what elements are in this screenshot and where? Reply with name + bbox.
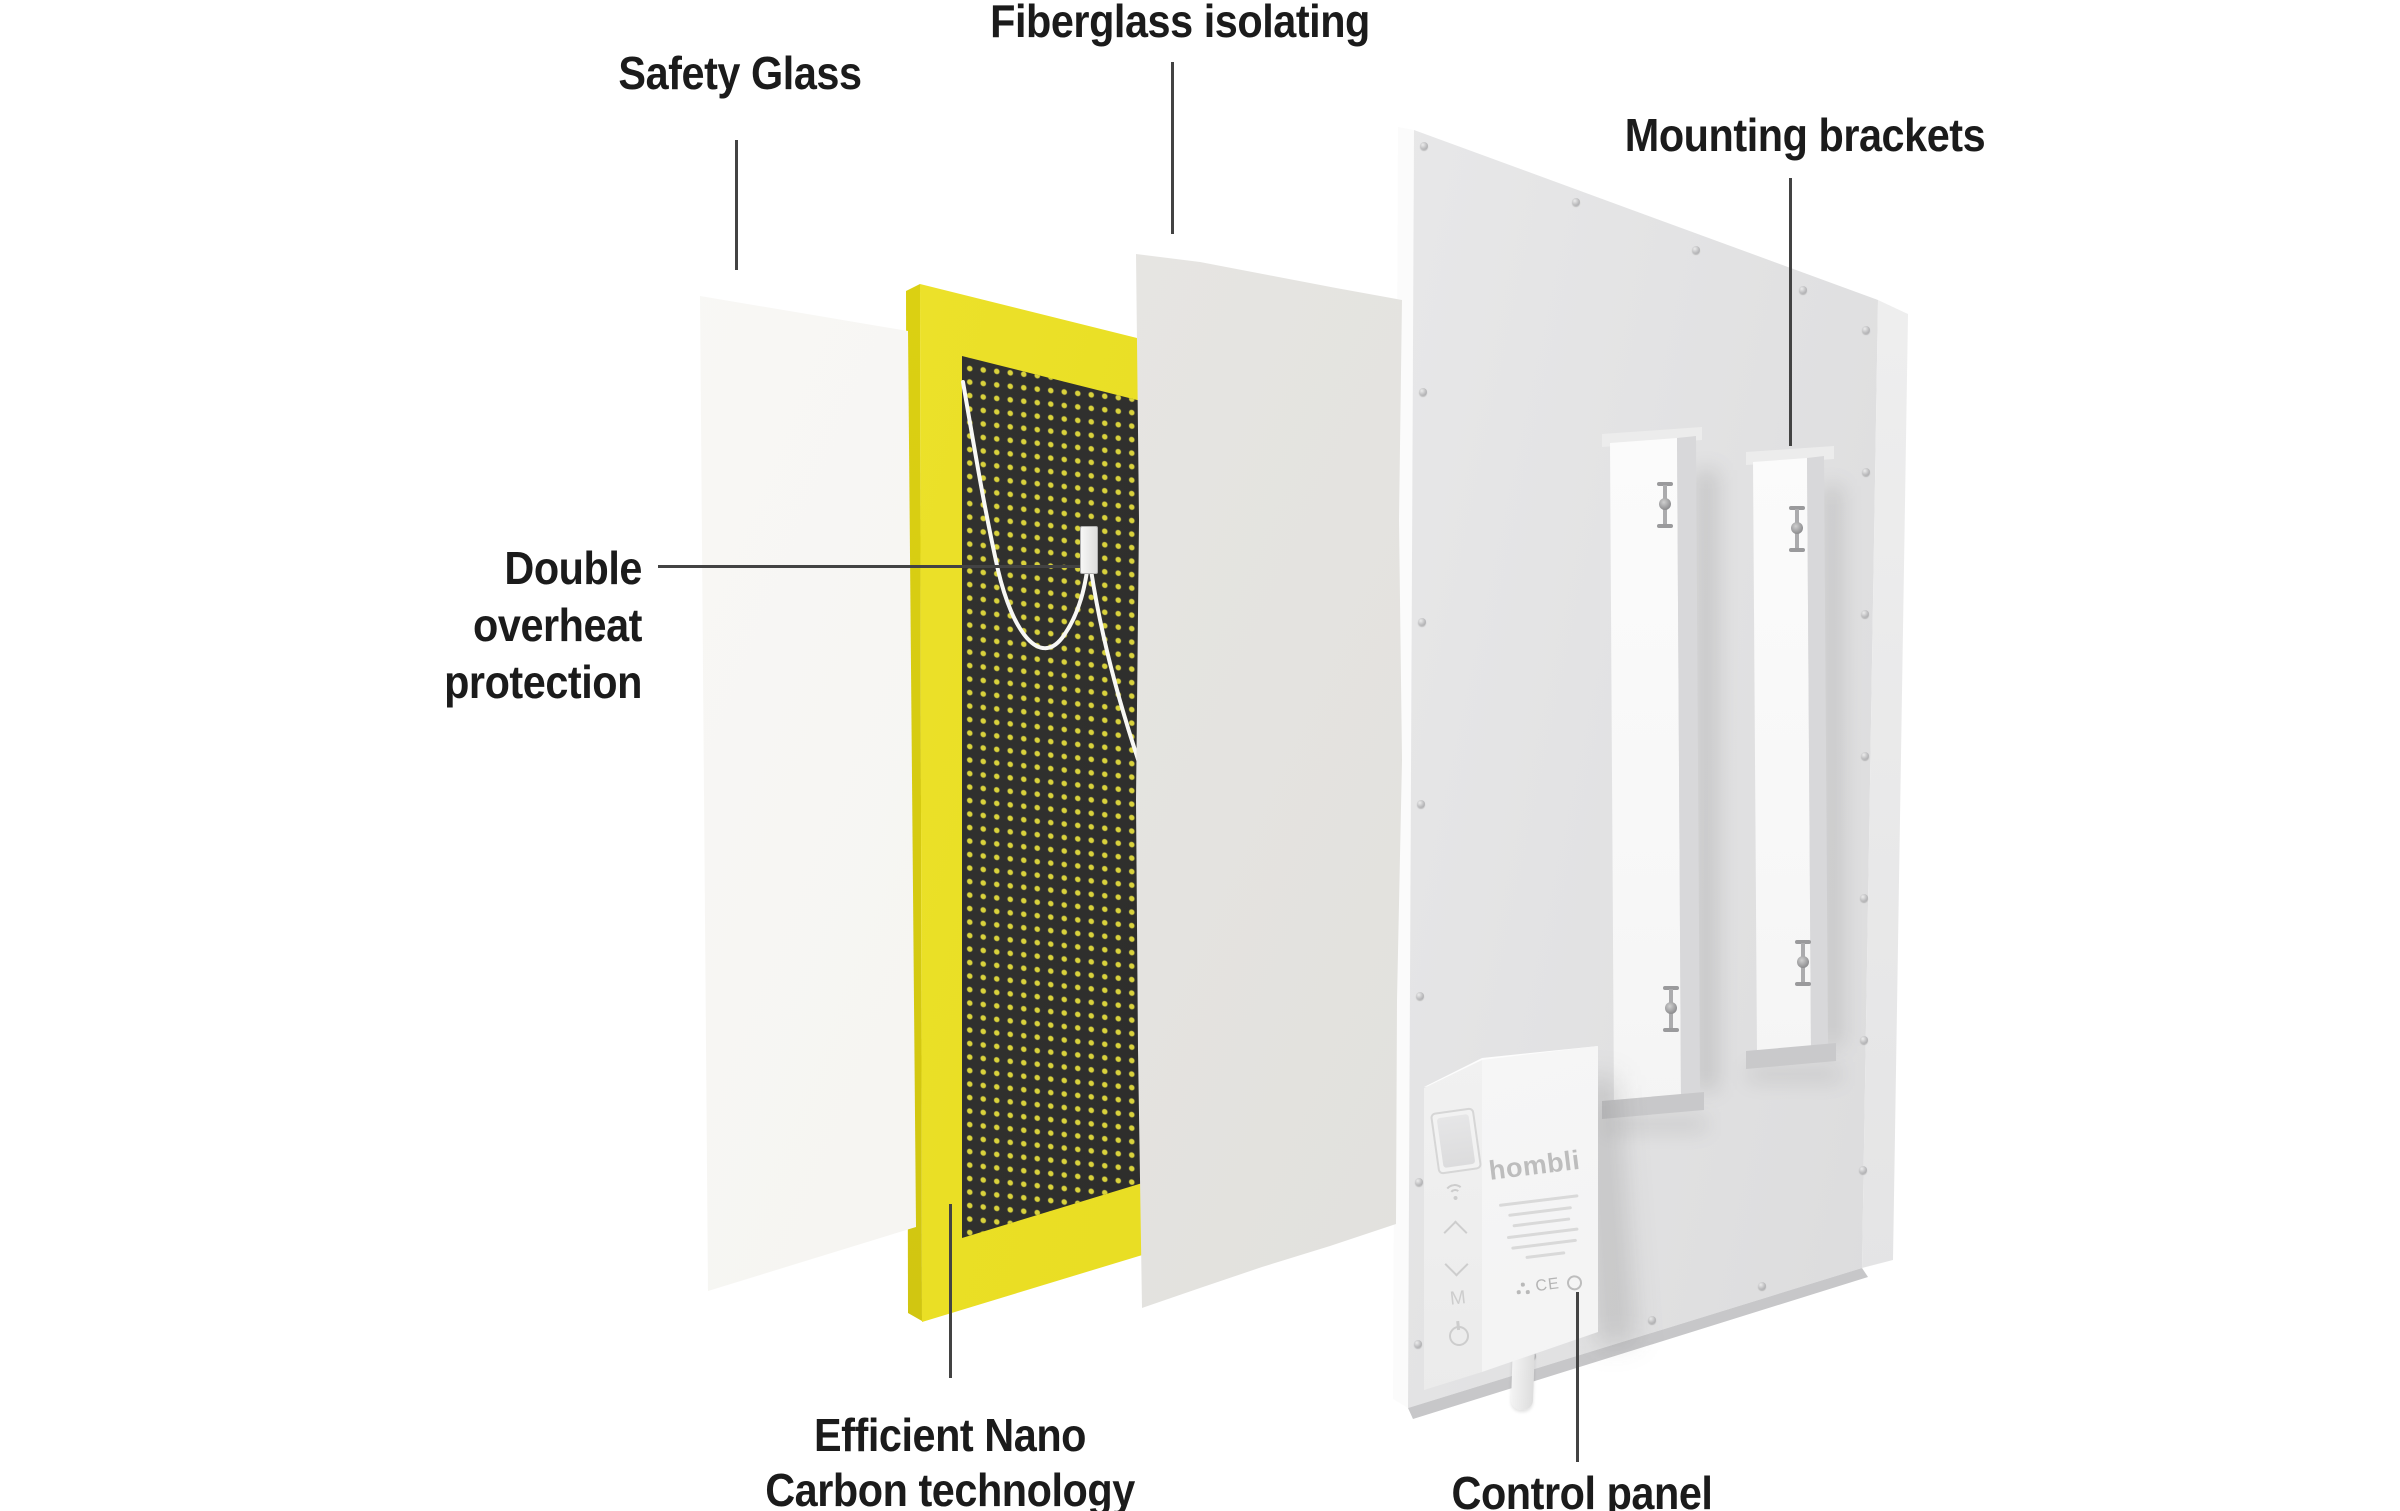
screw-dot [1862,468,1870,476]
label-line: protection [444,656,642,708]
screw-dot [1572,198,1580,206]
slot-bar [1795,940,1811,944]
fine-print-line [1512,1217,1571,1228]
slot-bar [1657,482,1673,486]
screw-dot [1419,388,1427,396]
label-line: Efficient Nano [813,1409,1087,1461]
slot-bar [1663,986,1679,990]
screw-dot [1859,1166,1867,1174]
keyhole-slot [1662,986,1680,1032]
ce-mark: CE [1534,1275,1561,1296]
certification-circle-icon [1565,1274,1583,1291]
leader-line-safety-glass [735,140,738,270]
slot-bar [1657,524,1673,528]
bracket-shadow [1748,1068,1840,1080]
screw-dot [1420,142,1428,150]
screw-dot [1415,1178,1423,1186]
recycle-icon [1516,1282,1530,1295]
label-control-panel: Control panel [1451,1467,1713,1511]
fine-print-line [1506,1227,1579,1240]
screw-dot [1860,1036,1868,1044]
fine-print-lines [1498,1194,1585,1261]
leader-line-control [1576,1292,1579,1462]
leader-line-overheat [658,565,1080,568]
certification-row: CE [1516,1273,1583,1299]
slot-screw-head [1659,498,1671,510]
screw-dot [1862,326,1870,334]
display-screen [1436,1114,1476,1168]
screw-dot [1861,752,1869,760]
leader-line-mounting [1789,178,1792,446]
screw-dot [1414,1340,1422,1348]
bracket-shadow [1606,1118,1706,1130]
slot-screw-head [1665,1002,1677,1014]
label-double-overheat-protection: Double overheat protection [352,540,642,711]
keyhole-slot [1656,482,1674,528]
label-fiberglass: Fiberglass isolating [990,0,1370,47]
slot-screw-head [1791,522,1803,534]
screw-dot [1692,246,1700,254]
label-safety-glass: Safety Glass [618,47,862,99]
screw-dot [1416,992,1424,1000]
leader-line-nano [949,1204,952,1378]
screw-dot [1758,1282,1766,1290]
fine-print-line [1508,1206,1573,1217]
label-line: Double [504,542,642,594]
slot-bar [1789,548,1805,552]
slot-bar [1789,506,1805,510]
slot-bar [1663,1028,1679,1032]
label-nano-carbon: Efficient Nano Carbon technology [725,1408,1175,1511]
label-mounting-brackets: Mounting brackets [1624,109,1986,161]
slot-screw-head [1797,956,1809,968]
label-line: Carbon technology [765,1464,1135,1511]
brand-logo: hombli [1487,1144,1582,1186]
label-line: overheat [473,599,642,651]
screw-dot [1860,894,1868,902]
screw-dot [1648,1316,1656,1324]
fine-print-line [1525,1251,1566,1260]
slot-bar [1795,982,1811,986]
screw-dot [1799,286,1807,294]
screw-dot [1861,610,1869,618]
overheat-sensor-connector [1080,526,1098,574]
mode-button[interactable]: M [1448,1287,1467,1310]
wifi-icon[interactable] [1443,1183,1467,1207]
fine-print-line [1511,1238,1578,1250]
fine-print-line [1498,1194,1579,1207]
keyhole-slot [1794,940,1812,986]
leader-line-fiberglass [1171,62,1174,234]
screw-dot [1418,618,1426,626]
screw-dot [1417,800,1425,808]
keyhole-slot [1788,506,1806,552]
